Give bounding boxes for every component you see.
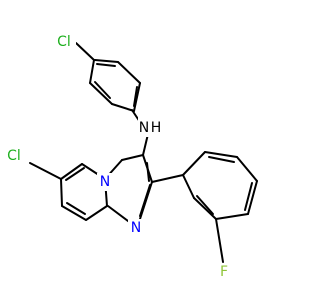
bond-line — [244, 182, 253, 211]
label-bg — [216, 263, 232, 281]
label-bg — [97, 173, 113, 191]
bond-line — [146, 162, 150, 182]
atom-nh-n: N — [139, 120, 149, 136]
bond-line — [247, 180, 258, 215]
label-bg — [128, 219, 144, 237]
bond-line — [215, 218, 224, 263]
bond-line — [215, 213, 249, 220]
bond-line — [117, 61, 141, 84]
bond-line — [196, 195, 214, 215]
label-bg — [52, 33, 76, 51]
bond-line — [94, 59, 119, 63]
atom-n-bridgehead: N — [100, 174, 110, 190]
bond-line — [182, 174, 195, 199]
bond-line — [208, 156, 235, 163]
bond-line — [193, 197, 217, 220]
bond-line — [111, 103, 135, 112]
atom-label-layer: Cl N H Cl N N F — [2, 33, 232, 281]
bond-line — [60, 163, 83, 180]
bond-line — [94, 81, 111, 99]
bond-line — [139, 184, 151, 217]
atom-f: F — [220, 264, 228, 280]
atom-cl-left: Cl — [7, 148, 21, 164]
label-bg — [2, 147, 26, 165]
atom-cl-top: Cl — [57, 34, 71, 50]
bond-layer — [29, 42, 258, 263]
bond-line — [29, 162, 62, 180]
bond-line — [133, 82, 141, 112]
bond-line — [96, 63, 116, 67]
atom-nh-h: H — [151, 120, 162, 136]
bond-line — [151, 174, 184, 183]
atom-n-ring: N — [131, 220, 141, 236]
structure-diagram: Cl N H Cl N N F — [2, 33, 258, 281]
bond-line — [60, 178, 63, 207]
bond-line — [89, 59, 95, 84]
bond-line — [61, 205, 87, 221]
bond-line — [89, 82, 113, 105]
bond-line — [204, 151, 238, 158]
bond-line — [65, 167, 85, 181]
bond-line — [85, 205, 108, 221]
label-bg — [138, 117, 164, 137]
bond-line — [75, 42, 95, 61]
bond-line — [66, 202, 86, 215]
molecule-structure: Cl N H Cl N N F — [2, 33, 258, 281]
bond-line — [182, 151, 206, 176]
bond-line — [133, 86, 138, 107]
bond-line — [236, 156, 258, 182]
bond-line — [121, 154, 144, 161]
bond-line — [142, 133, 149, 156]
